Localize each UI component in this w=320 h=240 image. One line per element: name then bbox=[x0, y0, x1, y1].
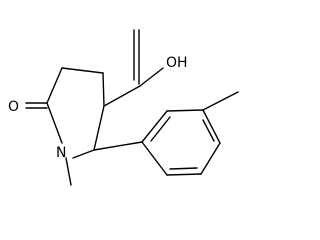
bond-ring-n-c5 bbox=[46, 102, 63, 144]
bond-aryl-4 bbox=[200, 142, 221, 175]
bond-ring-c2-n bbox=[72, 149, 95, 159]
bond-c3-cooh bbox=[103, 85, 141, 107]
bond-aryl-5 bbox=[166, 173, 202, 176]
structure-diagram: O N OH bbox=[8, 29, 239, 186]
hydroxyl-label: OH bbox=[166, 55, 188, 71]
bond-ring-ch2-a-ch2-b bbox=[61, 67, 104, 74]
bond-aryl-2 bbox=[166, 109, 204, 112]
bond-cooh-oh bbox=[139, 67, 164, 87]
bond-c2-aryl bbox=[93, 141, 143, 151]
bond-aryl-inner-a bbox=[150, 116, 171, 142]
bond-ring-ch2-b-c3 bbox=[102, 72, 105, 107]
bond-aryl-1 bbox=[141, 110, 168, 143]
carbonyl-oxygen-label: O bbox=[8, 99, 19, 115]
bond-aryl-inner-b bbox=[202, 119, 215, 142]
bond-aryl-inner-c bbox=[169, 167, 198, 170]
bond-ring-c3-c2 bbox=[93, 105, 105, 151]
ring-nitrogen-label: N bbox=[56, 145, 66, 161]
bond-n-methyl bbox=[65, 157, 72, 186]
molecule-drawing: O N OH bbox=[8, 29, 239, 186]
bond-aryl-3 bbox=[202, 109, 221, 144]
bond-ring-c5-ch2 bbox=[46, 67, 63, 104]
bond-aryl-6 bbox=[141, 141, 168, 176]
bond-aryl-methyl bbox=[202, 91, 239, 111]
